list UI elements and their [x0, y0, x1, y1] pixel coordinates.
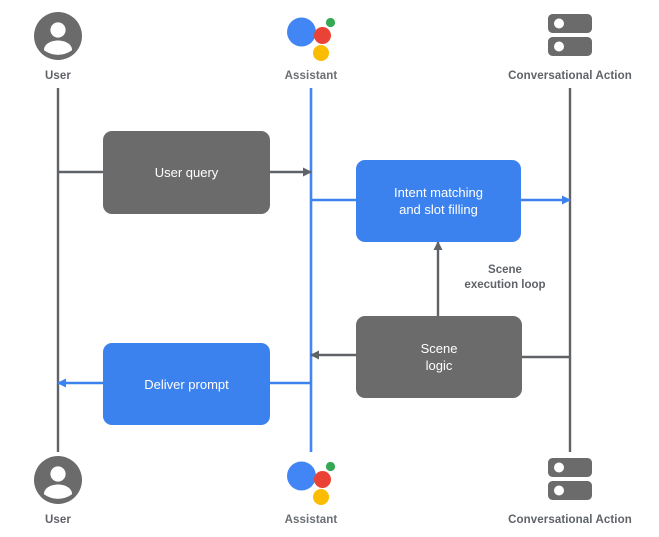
node-scene-logic[interactable]: Scene logic [356, 316, 522, 398]
server-icon [500, 8, 640, 64]
user-avatar-icon [0, 8, 128, 64]
annotation-scene-execution-loop-line2: execution loop [464, 279, 546, 291]
annotation-scene-execution-loop-line1: Scene [488, 264, 522, 276]
node-user-query[interactable]: User query [103, 131, 270, 214]
node-user-query-label: User query [154, 165, 219, 180]
google-assistant-icon [241, 452, 381, 508]
actor-label-assistant-bottom: Assistant [284, 514, 338, 526]
actor-label-conversational-action-top: Conversational Action [508, 70, 632, 82]
actor-user-bottom: User [0, 452, 128, 526]
node-intent-matching[interactable]: Intent matching and slot filling [356, 160, 521, 242]
node-deliver-prompt[interactable]: Deliver prompt [103, 343, 270, 425]
node-deliver-prompt-label: Deliver prompt [144, 376, 229, 392]
actor-label-assistant-top: Assistant [284, 70, 338, 82]
actor-assistant-top: Assistant [241, 8, 381, 82]
annotation-scene-execution-loop: Scene execution loop [440, 263, 570, 293]
node-scene-logic-line1: Scene [420, 341, 458, 356]
node-intent-matching-line2: and slot filling [399, 202, 478, 217]
actor-label-user-bottom: User [45, 514, 71, 526]
actor-conversational-action-bottom: Conversational Action [500, 452, 640, 526]
node-scene-logic-label: Scene logic [421, 340, 458, 374]
node-intent-matching-label: Intent matching and slot filling [394, 184, 483, 218]
node-intent-matching-line1: Intent matching [394, 185, 483, 200]
server-icon [500, 452, 640, 508]
actor-label-user-top: User [45, 70, 71, 82]
actor-label-conversational-action-bottom: Conversational Action [508, 514, 632, 526]
google-assistant-icon [241, 8, 381, 64]
actor-assistant-bottom: Assistant [241, 452, 381, 526]
actor-user-top: User [0, 8, 128, 82]
actor-conversational-action-top: Conversational Action [500, 8, 640, 82]
user-avatar-icon [0, 452, 128, 508]
node-scene-logic-line2: logic [425, 358, 453, 373]
